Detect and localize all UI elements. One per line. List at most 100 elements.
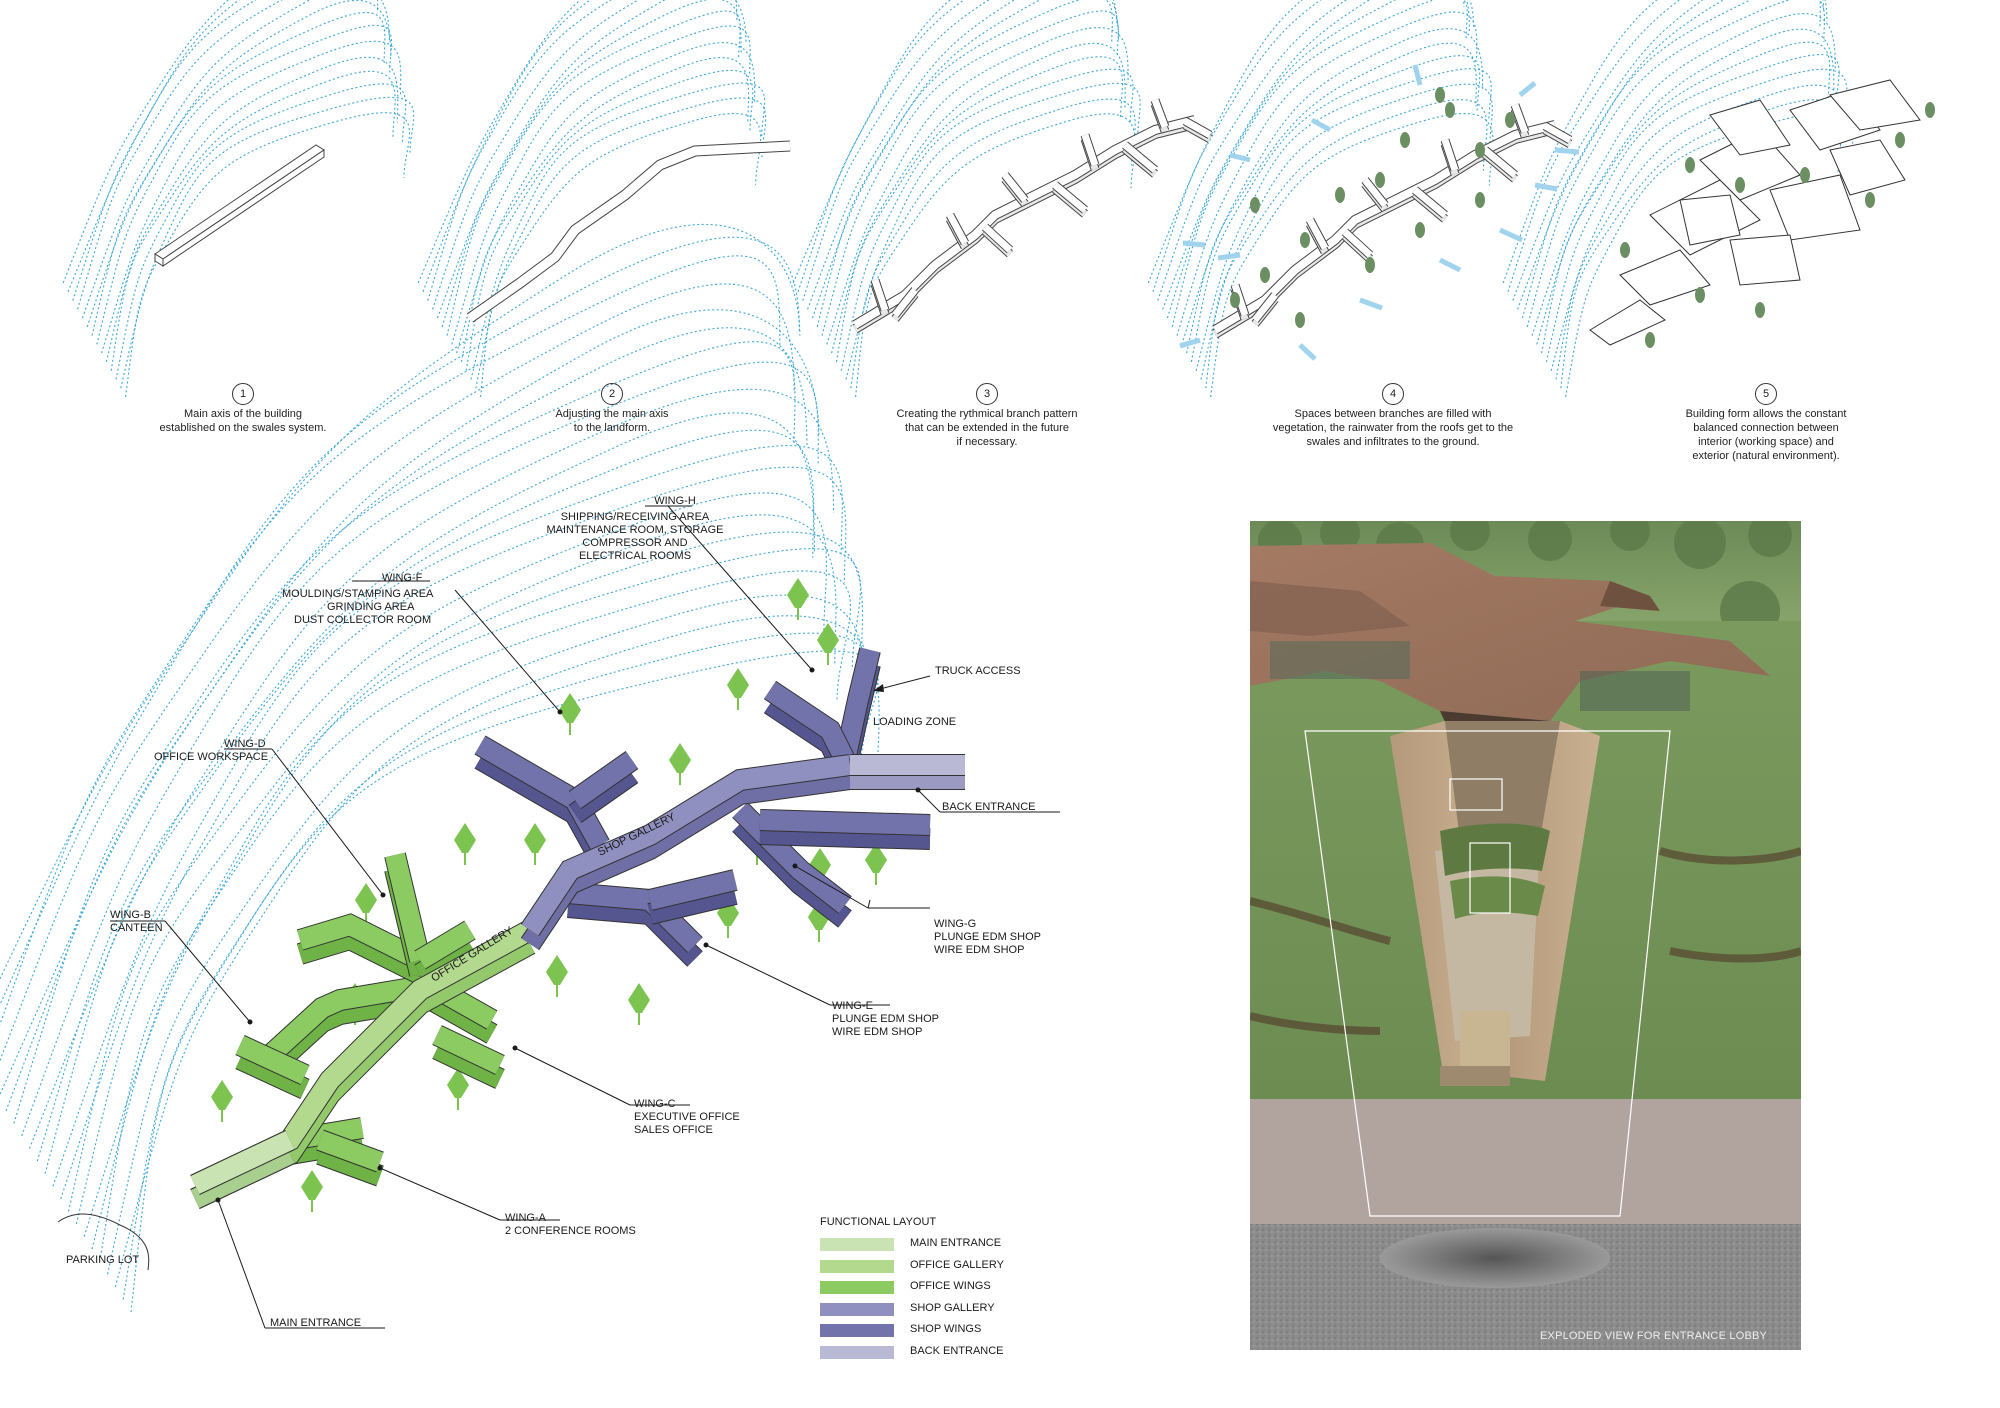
water-arrow <box>1412 64 1423 86</box>
step-4-caption: Spaces between branches are filled with v… <box>1253 407 1533 449</box>
legend-swatch <box>820 1238 894 1251</box>
contour-line <box>115 83 407 380</box>
contour-lines-step-3 <box>792 0 1141 398</box>
wing-top <box>1151 98 1169 129</box>
wing-top <box>1342 229 1373 258</box>
step-4-caption-line: Spaces between branches are filled with <box>1294 408 1492 420</box>
wing-c-line-1: EXECUTIVE OFFICE <box>634 1111 740 1123</box>
contour-line <box>792 0 951 284</box>
step-3-branches <box>852 98 1213 334</box>
contour-line <box>1205 99 1488 389</box>
tree-icon <box>717 896 739 926</box>
exploded-wireframe <box>1304 730 1671 1217</box>
contour-line <box>470 82 766 380</box>
tree-icon <box>727 668 749 698</box>
contour-lines-step-1 <box>62 0 415 398</box>
water-arrow <box>1310 117 1332 133</box>
contour-line <box>1526 0 1825 327</box>
contour-line <box>21 361 819 1137</box>
contour-line <box>465 70 754 371</box>
tree-icon <box>1685 157 1695 173</box>
contour-line <box>845 82 1141 380</box>
wing-top <box>982 224 1013 253</box>
contour-line <box>75 514 837 1225</box>
water-arrow <box>1298 343 1317 361</box>
contour-line <box>831 42 1126 354</box>
contour-line <box>67 492 827 1212</box>
step-1-axis <box>154 144 325 267</box>
legend-item: SHOP GALLERY <box>820 1301 1040 1317</box>
legend-item: BACK ENTRANCE <box>820 1344 1040 1360</box>
wing-top <box>1306 218 1329 250</box>
tree-icon <box>1375 172 1385 188</box>
wing-e-leader-dot <box>703 942 709 948</box>
tree-icon <box>1415 222 1425 238</box>
contour-line <box>835 56 1123 363</box>
wing-g-line-2: WIRE EDM SHOP <box>934 944 1025 956</box>
wing-f-line-2: GRINDING AREA <box>327 601 415 613</box>
tree-icon <box>524 823 546 853</box>
step-5-caption-line: interior (working space) and <box>1698 436 1834 448</box>
legend-item: OFFICE GALLERY <box>820 1258 1040 1274</box>
tree-icon <box>1735 177 1745 193</box>
contour-line <box>1152 0 1322 292</box>
contour-line <box>1550 68 1848 371</box>
wing-top <box>1081 133 1099 167</box>
roof-panel <box>1619 249 1711 306</box>
tree-icon <box>1300 232 1310 248</box>
wing-top <box>414 921 476 969</box>
tree-icon <box>1620 242 1630 258</box>
wing-top <box>297 914 425 969</box>
wing-top <box>1362 177 1388 208</box>
contour-line <box>130 650 879 1313</box>
water-arrow <box>1359 297 1383 311</box>
wing-top <box>1183 117 1212 139</box>
step-3-caption-line: Creating the rythmical branch pattern <box>896 408 1078 420</box>
tree-icon <box>1435 87 1445 103</box>
tree-icon <box>1230 292 1240 308</box>
wing-top <box>835 647 880 763</box>
contour-line <box>60 466 847 1200</box>
wing-g-label: WING-G PLUNGE EDM SHOP WIRE EDM SHOP <box>934 918 1041 957</box>
wing-side-fill <box>759 824 931 849</box>
contour-line <box>811 0 1119 319</box>
wing-b-line-1: CANTEEN <box>110 922 163 934</box>
legend-label: OFFICE GALLERY <box>910 1258 1004 1271</box>
tree-icon <box>1335 187 1345 203</box>
step-4-branches <box>1179 64 1580 361</box>
tree-icon <box>1895 132 1905 148</box>
wing-top <box>1511 103 1529 134</box>
wing-f-leader-dot <box>557 709 563 715</box>
contour-line <box>72 0 257 301</box>
wing-side-fill <box>235 1049 310 1099</box>
contour-line <box>807 0 1118 310</box>
wing-top <box>1002 172 1028 203</box>
wing-c-line-2: SALES OFFICE <box>634 1124 713 1136</box>
truck-access-label: TRUCK ACCESS <box>935 665 1021 677</box>
contour-line <box>91 12 386 336</box>
tree-icon <box>1925 102 1935 118</box>
water-arrow <box>1518 81 1537 97</box>
wing-top <box>1212 121 1556 334</box>
wing-side-fill <box>414 935 476 983</box>
contour-line <box>850 98 1136 389</box>
legend-swatch <box>820 1281 894 1294</box>
tree-icon <box>1250 197 1260 213</box>
tree-icon <box>865 843 887 873</box>
wing-f-line-3: DUST COLLECTOR ROOM <box>294 614 432 626</box>
contour-line <box>816 0 1113 327</box>
contour-line <box>107 594 864 1275</box>
contour-line <box>1545 54 1840 363</box>
wing-d-line-1: OFFICE WORKSPACE <box>154 751 269 763</box>
contour-line <box>44 429 815 1174</box>
contour-line <box>91 548 861 1250</box>
wing-b-label: WING-B CANTEEN <box>110 909 163 935</box>
contour-line <box>120 96 415 389</box>
wing-a-label: WING-A 2 CONFERENCE ROOMS <box>505 1212 636 1238</box>
wing-top <box>759 810 931 835</box>
wing-h-line-4: ELECTRICAL ROOMS <box>578 550 692 562</box>
contour-line <box>446 10 741 336</box>
leader-lines <box>110 505 1060 1329</box>
wing-f-line-1: MOULDING/STAMPING AREA <box>282 588 434 600</box>
step-4-caption-line: vegetation, the rainwater from the roofs… <box>1272 422 1514 434</box>
